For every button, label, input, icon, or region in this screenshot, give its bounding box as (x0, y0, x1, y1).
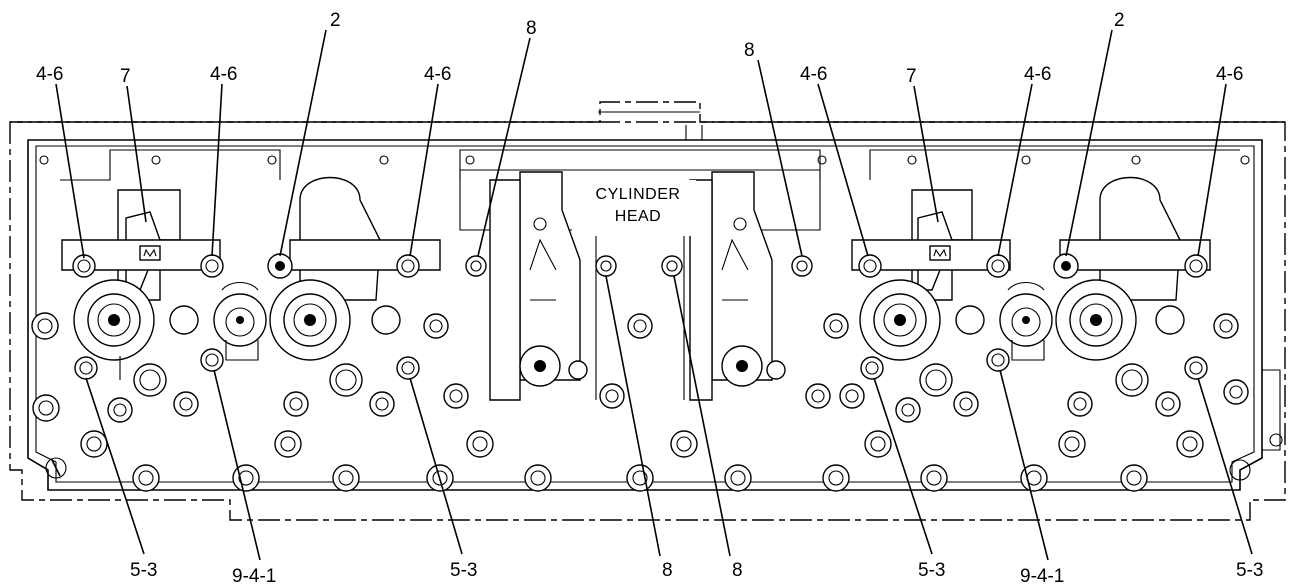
callout-9-4-1: 9-4-1 (1020, 566, 1064, 587)
callout-2: 2 (330, 10, 341, 31)
callout-7: 7 (120, 66, 131, 87)
callout-5-3: 5-3 (130, 560, 157, 581)
cylinder-head-label-line2: HEAD (615, 208, 661, 225)
bolt (1184, 356, 1208, 380)
callout-5-3: 5-3 (918, 560, 945, 581)
callout-9-4-1: 9-4-1 (232, 566, 276, 587)
callout-8: 8 (744, 40, 755, 61)
port-bores (31, 312, 1249, 423)
leader-lines (55, 29, 1253, 561)
bolt (791, 255, 813, 277)
bolt (858, 254, 882, 278)
callout-4-6: 4-6 (1216, 64, 1243, 85)
callout-4-6: 4-6 (800, 64, 827, 85)
bolt (595, 255, 617, 277)
left-rocker-assembly (61, 176, 441, 380)
callout-8: 8 (732, 560, 743, 581)
callout-4-6: 4-6 (424, 64, 451, 85)
bolts (72, 253, 1208, 380)
callout-4-6: 4-6 (210, 64, 237, 85)
top-bosses (39, 149, 1250, 181)
bolt (396, 254, 420, 278)
callout-7: 7 (906, 66, 917, 87)
head-body (27, 139, 1283, 491)
callout-8: 8 (662, 560, 673, 581)
callout-5-3: 5-3 (450, 560, 477, 581)
bolt (465, 255, 487, 277)
bolt (1184, 254, 1208, 278)
bolt (200, 254, 224, 278)
bolt (1053, 253, 1079, 279)
callout-2: 2 (1114, 10, 1125, 31)
right-rocker-assembly (851, 176, 1211, 361)
callout-labels-top: 4-6 7 4-6 2 4-6 8 8 4-6 7 4-6 2 4-6 (36, 10, 1243, 87)
bolt (860, 356, 884, 380)
bolt (267, 253, 293, 279)
bolt (986, 254, 1010, 278)
callout-labels-bottom: 5-3 9-4-1 5-3 8 8 5-3 9-4-1 5-3 (130, 560, 1263, 587)
center-rocker-section (459, 169, 821, 401)
callout-5-3: 5-3 (1236, 560, 1263, 581)
callout-8: 8 (526, 18, 537, 39)
cylinder-head-label: CYLINDER HEAD (596, 186, 681, 225)
bolt (72, 254, 96, 278)
bolt (661, 255, 683, 277)
bolt (200, 348, 224, 372)
bolt (396, 356, 420, 380)
cylinder-head-label-line1: CYLINDER (596, 186, 681, 203)
callout-4-6: 4-6 (1024, 64, 1051, 85)
bolt (74, 356, 98, 380)
bolt (986, 348, 1010, 372)
callout-4-6: 4-6 (36, 64, 63, 85)
